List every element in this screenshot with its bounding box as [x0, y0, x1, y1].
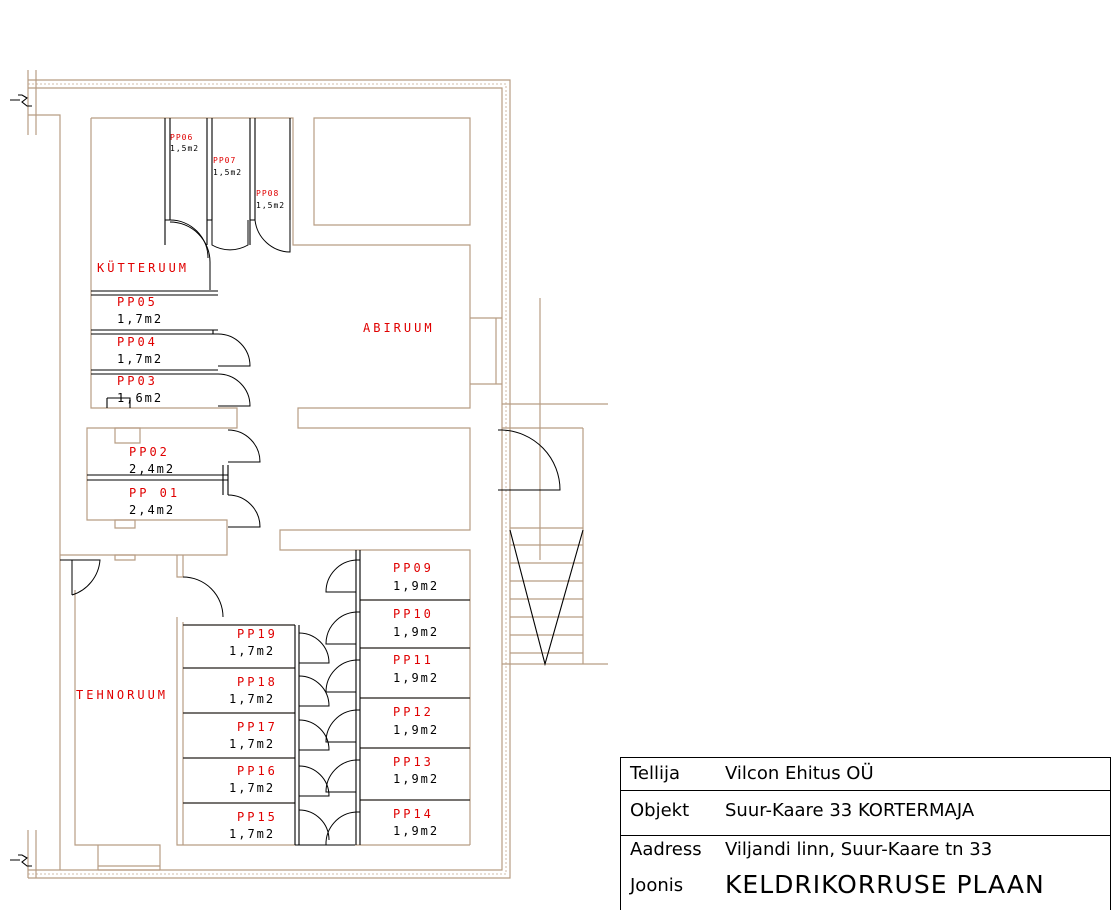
room-label-tehnoruum: TEHNORUUM: [76, 688, 168, 702]
storage-label: PP10: [393, 607, 434, 621]
storage-area: 1,7m2: [229, 692, 275, 706]
storage-label: PP02: [129, 445, 170, 459]
storage-label: PP16: [237, 764, 278, 778]
storage-label: PP14: [393, 807, 434, 821]
storage-label: PP11: [393, 653, 434, 667]
storage-label: PP17: [237, 720, 278, 734]
storage-label: PP05: [117, 295, 158, 309]
storage-area: 1,5m2: [213, 168, 242, 177]
storage-label: PP04: [117, 335, 158, 349]
storage-area: 1,9m2: [393, 824, 439, 838]
storage-label: PP 01: [129, 486, 180, 500]
storage-area: 1,7m2: [117, 312, 163, 326]
storage-label: PP03: [117, 374, 158, 388]
storage-area: 1,9m2: [393, 723, 439, 737]
storage-area: 1,6m2: [117, 391, 163, 405]
title-block: Tellija Vilcon Ehitus OÜ Objekt Suur-Kaa…: [620, 757, 1111, 910]
storage-label: PP18: [237, 675, 278, 689]
storage-area: 1,5m2: [256, 201, 285, 210]
exterior-walls: [10, 70, 511, 879]
object-label: Objekt: [630, 800, 690, 821]
storage-area: 1,7m2: [229, 644, 275, 658]
storage-area: 2,4m2: [129, 503, 175, 517]
room-label-kutteruum: KÜTTERUUM: [97, 259, 189, 275]
address-label: Aadress: [630, 839, 702, 860]
object-value: Suur-Kaare 33 KORTERMAJA: [725, 800, 975, 821]
client-label: Tellija: [630, 763, 681, 784]
storage-area: 1,7m2: [229, 737, 275, 751]
storage-label: PP15: [237, 810, 278, 824]
storage-label: PP12: [393, 705, 434, 719]
storage-area: 1,7m2: [229, 781, 275, 795]
storage-partitions: [60, 118, 561, 846]
storage-label: PP09: [393, 561, 434, 575]
drawing-label: Joonis: [630, 875, 684, 896]
storage-label: PP08: [256, 189, 279, 198]
storage-area: 1,5m2: [170, 144, 199, 153]
storage-area: 1,9m2: [393, 671, 439, 685]
title-row-address: Aadress Viljandi linn, Suur-Kaare tn 33 …: [621, 836, 1110, 911]
storage-area: 2,4m2: [129, 462, 175, 476]
storage-label: PP19: [237, 627, 278, 641]
storage-area: 1,9m2: [393, 625, 439, 639]
room-label-abiruum: ABIRUUM: [363, 321, 435, 335]
storage-area: 1,7m2: [229, 827, 275, 841]
storage-label: PP07: [213, 156, 236, 165]
address-value: Viljandi linn, Suur-Kaare tn 33: [725, 839, 993, 860]
storage-area: 1,9m2: [393, 772, 439, 786]
storage-label: PP13: [393, 755, 434, 769]
drawing-title: KELDRIKORRUSE PLAAN: [725, 870, 1045, 899]
storage-area: 1,7m2: [117, 352, 163, 366]
title-row-client: Tellija Vilcon Ehitus OÜ: [621, 758, 1110, 791]
storage-label: PP06: [170, 133, 193, 142]
title-row-object: Objekt Suur-Kaare 33 KORTERMAJA: [621, 791, 1110, 836]
client-value: Vilcon Ehitus OÜ: [725, 763, 874, 784]
storage-area: 1,9m2: [393, 579, 439, 593]
